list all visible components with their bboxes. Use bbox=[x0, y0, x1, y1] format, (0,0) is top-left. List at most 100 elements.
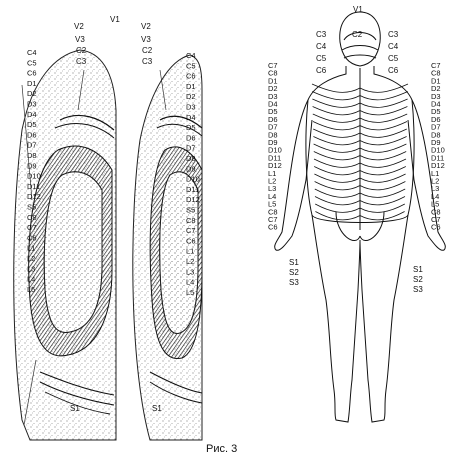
right-segment-label: L3 bbox=[186, 267, 194, 276]
left-map-contour bbox=[39, 381, 115, 406]
body-right-arm bbox=[407, 99, 446, 251]
left-map-contour bbox=[44, 391, 111, 415]
left-segment-label: D1 bbox=[27, 79, 37, 88]
body-right-segment-label: D11 bbox=[431, 153, 444, 162]
right-segment-label: C8 bbox=[186, 216, 196, 225]
left-segment-label: C6 bbox=[27, 69, 37, 78]
left-map-inner-field bbox=[43, 171, 103, 333]
left-map-pointer bbox=[21, 84, 33, 201]
left-segment-label: D9 bbox=[27, 161, 37, 170]
body-right-segment-label: C8 bbox=[431, 207, 441, 216]
sacral-right-label: S1 bbox=[413, 265, 423, 274]
body-left-segment-label: L4 bbox=[268, 192, 276, 201]
body-left-segment-label: D1 bbox=[268, 76, 278, 85]
torso-band-line bbox=[314, 166, 406, 176]
torso-band-line bbox=[312, 98, 408, 108]
head-label: V1 bbox=[353, 5, 363, 14]
body-left-segment-label: C7 bbox=[268, 61, 278, 70]
right-map-contour bbox=[156, 123, 203, 137]
body-right-segment-label: C7 bbox=[431, 61, 441, 70]
torso-band-line bbox=[311, 83, 409, 93]
head-label: C5 bbox=[388, 54, 399, 63]
right-segment-label: C6 bbox=[186, 236, 196, 245]
body-right-segment-label: D5 bbox=[431, 107, 441, 116]
body-left-segment-label: D9 bbox=[268, 138, 278, 147]
right-segment-label: L2 bbox=[186, 257, 194, 266]
right-map-view: V2 V3 C2 C3 C4C5C6D1D2D3D4D5D6D7D8D9D10D… bbox=[132, 22, 203, 441]
head-label: C3 bbox=[316, 30, 327, 39]
head-label: C3 bbox=[388, 30, 399, 39]
right-segment-label: D7 bbox=[186, 144, 196, 153]
left-top-label: V1 bbox=[110, 15, 120, 24]
right-map-pointer bbox=[159, 69, 167, 111]
left-segment-label: C8 bbox=[27, 213, 37, 222]
left-map-contour bbox=[59, 115, 115, 131]
body-left-arm bbox=[274, 99, 313, 251]
left-segment-label: D5 bbox=[27, 120, 37, 129]
body-left-labels: C7C8D1D2D3D4D5D6D7D8D9D10D11D12L1L2L3L4L… bbox=[268, 61, 282, 232]
body-right-labels: C7C8D1D2D3D4D5D6D7D8D9D10D11D12L1L2L3L4L… bbox=[431, 61, 445, 232]
sacral-right-label: S2 bbox=[413, 275, 423, 284]
torso-band-line bbox=[312, 91, 408, 101]
body-left-segment-label: D6 bbox=[268, 115, 278, 124]
body-left-segment-label: L1 bbox=[268, 169, 276, 178]
left-segment-label: D7 bbox=[27, 141, 37, 150]
body-left-segment-label: D2 bbox=[268, 84, 278, 93]
left-top-label: V3 bbox=[75, 35, 85, 44]
right-segment-label: S5 bbox=[186, 206, 195, 215]
right-segment-label: D8 bbox=[186, 154, 196, 163]
body-left-segment-label: D8 bbox=[268, 130, 278, 139]
left-segment-label: D4 bbox=[27, 110, 37, 119]
body-buttock-left bbox=[335, 211, 361, 242]
body-right-segment-label: L1 bbox=[431, 169, 439, 178]
left-segment-label: C6 bbox=[27, 233, 37, 242]
torso-band-line bbox=[314, 196, 406, 206]
torso-band-line bbox=[313, 151, 407, 161]
left-top-label: V2 bbox=[74, 22, 84, 31]
right-top-label: C3 bbox=[142, 57, 153, 66]
left-map-contour bbox=[54, 122, 115, 139]
body-left-segment-label: D4 bbox=[268, 100, 278, 109]
left-segment-label: S5 bbox=[27, 203, 36, 212]
head-label: C4 bbox=[316, 42, 327, 51]
torso-dermatome-bands bbox=[311, 83, 409, 221]
body-left-segment-label: L3 bbox=[268, 184, 276, 193]
right-segment-label: D11 bbox=[186, 185, 199, 194]
body-right-segment-label: C8 bbox=[431, 69, 441, 78]
body-left-segment-label: L5 bbox=[268, 200, 276, 209]
right-top-label: V2 bbox=[141, 22, 151, 31]
body-left-segment-label: D7 bbox=[268, 123, 278, 132]
sacral-right-label: S3 bbox=[413, 285, 423, 294]
right-bottom-label: S1 bbox=[152, 404, 162, 413]
body-right-segment-label: L3 bbox=[431, 184, 439, 193]
body-right-segment-label: C7 bbox=[431, 215, 441, 224]
left-segment-label: C5 bbox=[27, 58, 37, 67]
right-top-label: V3 bbox=[141, 35, 151, 44]
head-label: C6 bbox=[388, 66, 399, 75]
sacral-left-label: S3 bbox=[289, 278, 299, 287]
body-left-segment-label: D5 bbox=[268, 107, 278, 116]
body-right-segment-label: D6 bbox=[431, 115, 441, 124]
right-segment-label: L5 bbox=[186, 288, 194, 297]
left-segment-label: D12 bbox=[27, 192, 41, 201]
body-right-segment-label: D4 bbox=[431, 100, 441, 109]
body-left-segment-label: C7 bbox=[268, 215, 278, 224]
left-segment-label: D3 bbox=[27, 100, 37, 109]
body-right-segment-label: D7 bbox=[431, 123, 441, 132]
body-left-segment-label: D11 bbox=[268, 153, 281, 162]
left-segment-label: D6 bbox=[27, 130, 37, 139]
body-head bbox=[339, 11, 381, 67]
right-side-labels: C4C5C6D1D2D3D4D5D6D7D8D9D10D11D12S5C8C7C… bbox=[186, 51, 200, 297]
left-map-pointer bbox=[77, 69, 85, 111]
torso-band-line bbox=[315, 211, 405, 221]
head-label: C6 bbox=[316, 66, 327, 75]
body-labels: V1 C2 C3 C3 C4 C4 C5 C5 C6 C6 C7C8D1D2D3… bbox=[268, 5, 445, 294]
right-segment-label: C5 bbox=[186, 61, 196, 70]
left-segment-label: D11 bbox=[27, 182, 40, 191]
left-top-label: C2 bbox=[76, 46, 87, 55]
left-segment-label: L3 bbox=[27, 264, 35, 273]
body-right-segment-label: D1 bbox=[431, 76, 441, 85]
body-right-segment-label: D12 bbox=[431, 161, 445, 170]
left-segment-label: C4 bbox=[27, 48, 37, 57]
torso-band-line bbox=[313, 143, 407, 153]
